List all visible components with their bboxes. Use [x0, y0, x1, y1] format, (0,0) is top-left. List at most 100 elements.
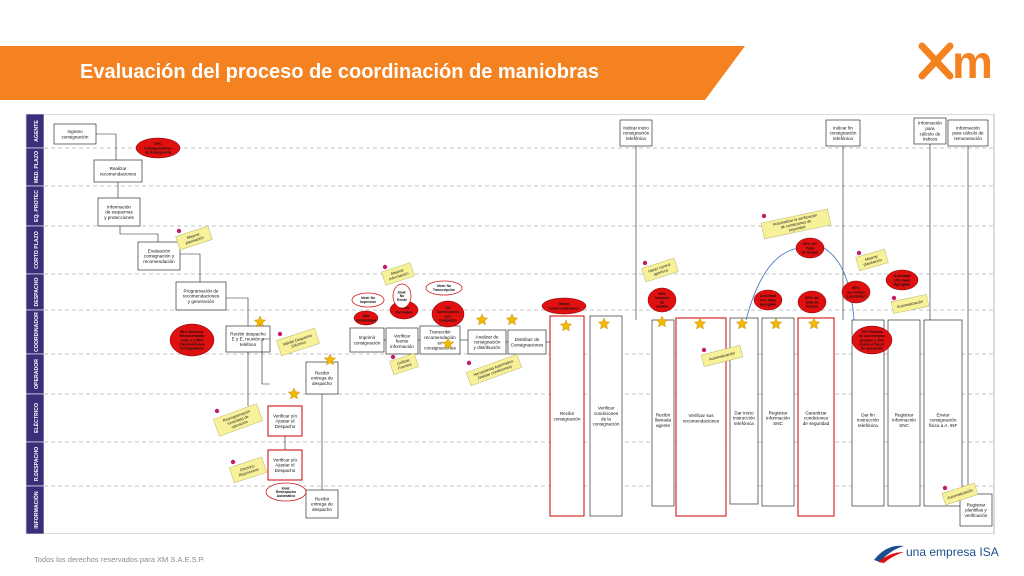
diagram-label: consignación [830, 131, 857, 136]
red-callout [851, 325, 893, 355]
diagram-label: tiempo [806, 304, 819, 308]
diagram-label: Ideal: [398, 290, 407, 294]
diagram-label: consignaciones [424, 346, 456, 351]
process-box [825, 119, 861, 147]
diagram-label: consignación [623, 131, 650, 136]
process-box [589, 315, 623, 517]
diagram-label: Distribuir de [515, 337, 540, 342]
lane-label: OPERADOR [34, 359, 40, 389]
process-box [305, 361, 339, 395]
diagram-label: telefónica [734, 421, 754, 426]
diagram-label: consignación [593, 422, 620, 427]
diagram-label: Imprimir [359, 335, 376, 340]
diagram-label: propios y 30% [860, 338, 885, 342]
diagram-label: consignación [354, 340, 381, 345]
diagram-label: recomendaciones [183, 294, 220, 299]
diagram-label: Transcripción [433, 288, 455, 292]
process-box [97, 197, 141, 227]
diagram-label: instrucción [733, 416, 755, 421]
red-callout [135, 137, 181, 159]
star-icon [323, 353, 337, 366]
lane-label: DESPACHO [34, 277, 40, 306]
diagram-label: recomendaciones [100, 171, 137, 176]
improvement-sticky-note [465, 353, 523, 387]
lane-header [25, 485, 45, 534]
red-callout [353, 310, 379, 326]
diagram-label: telefónica [833, 136, 853, 141]
process-box [175, 281, 227, 311]
diagram-label: Indicar inicio [623, 125, 649, 130]
diagram-label: Recibir despacho [230, 331, 266, 336]
red-callout [169, 323, 215, 357]
star-icon [735, 317, 749, 330]
diagram-label: Observaciones [179, 342, 205, 346]
diagram-label: recomendaciones [549, 306, 580, 310]
diagram-label: información [892, 418, 916, 423]
loop-arc [823, 247, 855, 321]
lane-label: R.DESPACHO [34, 447, 40, 481]
diagram-label: recomendaciones [683, 418, 720, 423]
diagram-label: Información [918, 121, 942, 126]
process-box [923, 319, 963, 507]
diagram-label: Redespacho [276, 490, 296, 494]
diagram-label: Existe [397, 298, 407, 302]
diagram-label: 10% Valor [894, 278, 912, 282]
diagram-label: de operación [861, 347, 883, 351]
loop-arc [745, 247, 801, 321]
red-callout [647, 287, 677, 313]
diagram-label: Ideal: No [437, 284, 451, 288]
diagram-label: de la [601, 416, 611, 421]
diagram-label: de Emergencia [145, 150, 172, 154]
lane-label: CORTO PLAZO [34, 231, 40, 269]
diagram-label: SNC [899, 423, 909, 428]
diagram-label: Impresión [360, 300, 376, 304]
process-box [267, 449, 303, 481]
process-box [549, 315, 585, 517]
isa-swoosh-icon [874, 545, 904, 563]
improvement-sticky-note [760, 208, 832, 240]
improvement-sticky-note [175, 225, 213, 251]
connector-line [261, 338, 270, 385]
diagram-label: telefónica [626, 136, 646, 141]
diagram-label: recomendación [424, 335, 456, 340]
diagram-label: índices [923, 137, 938, 142]
red-callout [885, 269, 919, 291]
diagram-label: plantillas y [965, 508, 987, 513]
diagram-label: información [390, 344, 414, 349]
footer-copyright: Todos los derechos reservados para XM S.… [34, 555, 205, 564]
diagram-label: Realizar [110, 166, 127, 171]
diagram-label: 70% Revisan [861, 330, 883, 334]
diagram-label: Despacho [275, 424, 296, 429]
diagram-label: 80% [852, 286, 860, 290]
star-icon [253, 315, 267, 328]
title-banner [0, 46, 745, 100]
xm-logo-text: m [952, 36, 993, 88]
diagram-label: Transcribir [429, 330, 451, 335]
diagram-label: E y E, reunión o [232, 337, 265, 342]
diagram-label: de sus tiempos [859, 334, 885, 338]
diagram-label: deben el hacer [859, 342, 885, 346]
pin-icon [277, 331, 283, 337]
lane-label: INFORMACIÓN [32, 491, 40, 528]
diagram-label: Ideal: No [361, 296, 375, 300]
improvement-sticky-note [212, 403, 264, 437]
diagram-label: Garantizar [805, 410, 827, 415]
diagram-label: consignación [62, 134, 89, 139]
star-icon [287, 387, 301, 400]
diagram-label: y generación [188, 299, 215, 304]
diagram-label: Recibir [560, 411, 575, 416]
diagram-label: Recibir [656, 412, 671, 417]
diagram-label: Ajustar el [275, 463, 294, 468]
diagram-label: cálculo de [920, 131, 941, 136]
pin-icon [942, 485, 948, 491]
diagram-label: Automatización [896, 299, 923, 309]
diagram-label: consignación [474, 340, 501, 345]
diagram-label: de esquemas [105, 210, 133, 215]
red-callout [841, 280, 871, 304]
diagram-label: Fuentes [397, 361, 412, 370]
diagram-label: remuneración [954, 136, 983, 141]
diagram-label: Enviar [936, 412, 949, 417]
diagram-label: planeación [863, 257, 882, 267]
diagram-label: despacho [312, 507, 332, 512]
star-icon [441, 337, 455, 350]
